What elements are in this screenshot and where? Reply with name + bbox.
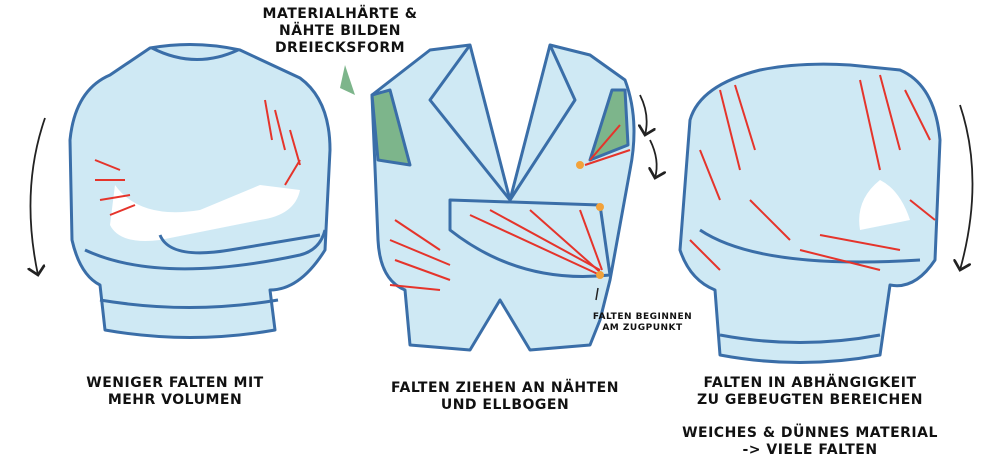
caption-line: FALTEN ZIEHEN AN NÄHTEN [391, 380, 619, 396]
annotation-line: NÄHTE BILDEN [279, 22, 401, 39]
jacket-figure [370, 43, 636, 352]
caption-line: MEHR VOLUMEN [107, 391, 243, 408]
annotation-line: AM ZUGPUNKT [602, 322, 683, 333]
pull-point-tick [595, 287, 599, 301]
seam-triangle-annotation: MATERIALHÄRTE & NÄHTE BILDEN DREIECKSFOR… [245, 6, 435, 56]
pull-arrow-2 [650, 139, 657, 178]
note-line: WEICHES & DÜNNES MATERIAL [682, 425, 938, 441]
annotation-line: DREIECKSFORM [274, 39, 406, 56]
rotation-arrow-right [960, 104, 974, 270]
note-line: -> VIELE FALTEN [742, 441, 878, 458]
thin-shirt-figure [678, 62, 942, 364]
pull-point-annotation: FALTEN BEGINNEN AM ZUGPUNKT [585, 312, 700, 334]
sweater-figure [68, 42, 332, 339]
caption-line: WENIGER FALTEN MIT [86, 375, 264, 391]
caption-line: ZU GEBEUGTEN BEREICHEN [696, 391, 924, 408]
caption-panel-2: FALTEN ZIEHEN AN NÄHTEN UND ELLBOGEN [370, 380, 640, 414]
note-panel-3: WEICHES & DÜNNES MATERIAL -> VIELE FALTE… [675, 425, 945, 459]
caption-line: FALTEN IN ABHÄNGIGKEIT [703, 375, 917, 391]
caption-line: UND ELLBOGEN [440, 396, 570, 413]
annotation-line: FALTEN BEGINNEN [592, 312, 693, 322]
annotation-line: MATERIALHÄRTE & [262, 6, 418, 22]
pull-arrow-1 [640, 94, 647, 135]
caption-panel-1: WENIGER FALTEN MIT MEHR VOLUMEN [60, 375, 290, 409]
rotation-arrow-left [30, 117, 45, 275]
seam-triangle-marker [340, 65, 355, 95]
caption-panel-3: FALTEN IN ABHÄNGIGKEIT ZU GEBEUGTEN BERE… [680, 375, 940, 409]
